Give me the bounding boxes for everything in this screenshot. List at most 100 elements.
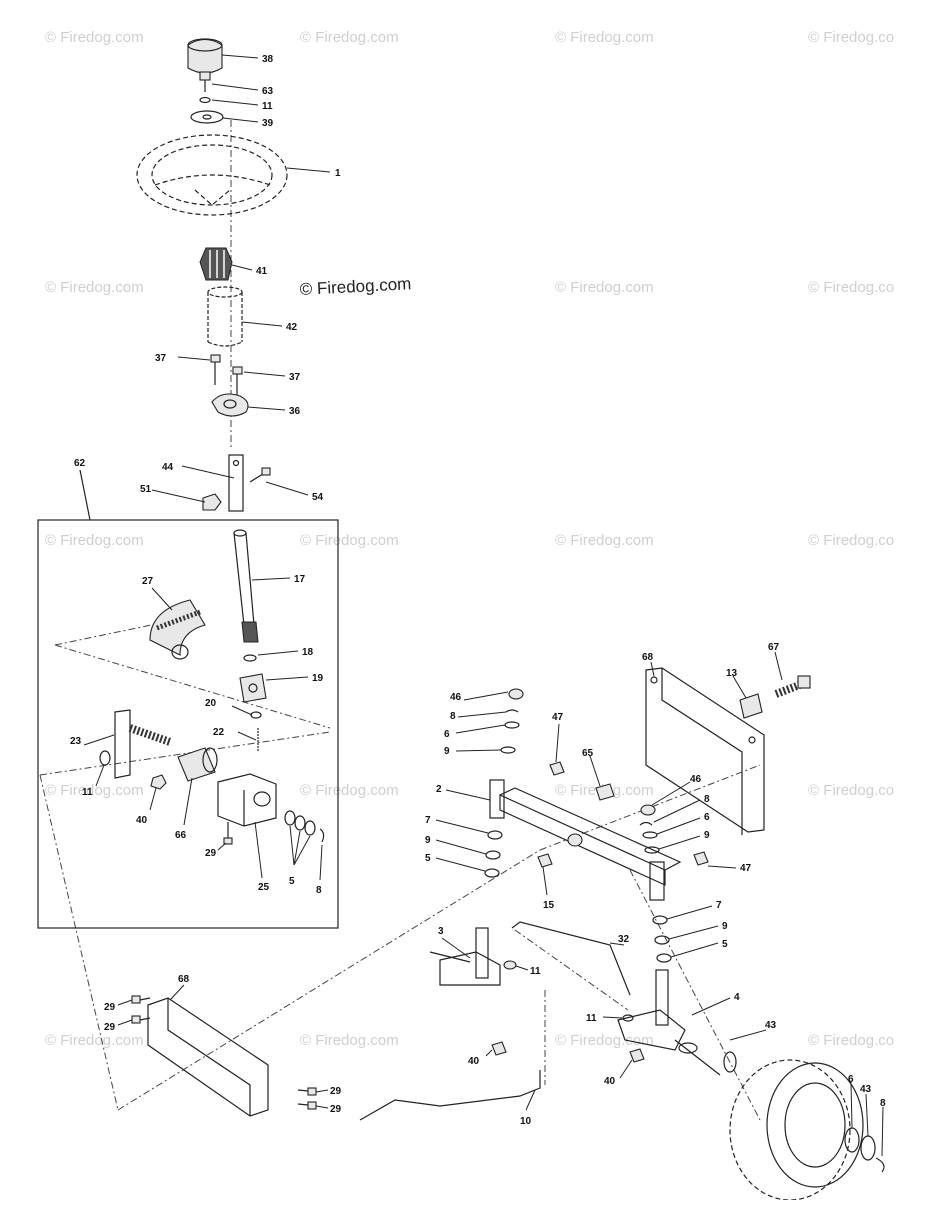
watermark: © Firedog.com bbox=[45, 29, 144, 46]
bushing-66 bbox=[177, 747, 218, 782]
kit-box-62 bbox=[37, 519, 339, 929]
callout: 27 bbox=[142, 576, 154, 587]
callout: 40 bbox=[468, 1056, 480, 1067]
nut-51 bbox=[202, 493, 222, 511]
callout: 29 bbox=[330, 1104, 342, 1115]
washer-stack-right bbox=[639, 804, 660, 854]
callout: 8 bbox=[316, 885, 322, 896]
callout: 43 bbox=[860, 1084, 872, 1095]
callout: 43 bbox=[765, 1020, 777, 1031]
callout: 37 bbox=[155, 353, 167, 364]
callout: 5 bbox=[289, 876, 295, 887]
watermark: © Firedog.com bbox=[300, 532, 399, 549]
callout: 3 bbox=[438, 926, 444, 937]
callout: 41 bbox=[256, 266, 268, 277]
bolt-29 bbox=[223, 822, 233, 845]
callout: 36 bbox=[289, 406, 301, 417]
callout: 9 bbox=[704, 830, 710, 841]
nut-40 bbox=[629, 1048, 645, 1063]
steering-shaft-17 bbox=[233, 529, 259, 643]
callout: 5 bbox=[722, 939, 728, 950]
front-wheel bbox=[729, 1059, 864, 1201]
pivot-block-19 bbox=[239, 673, 267, 703]
washer-39 bbox=[190, 110, 224, 124]
watermark: © Firedog.com bbox=[300, 1032, 399, 1049]
watermark: © Firedog.com bbox=[555, 279, 654, 296]
callout: 5 bbox=[425, 853, 431, 864]
watermark: © Firedog.com bbox=[555, 29, 654, 46]
support-bracket-68 bbox=[645, 667, 765, 835]
callout: 66 bbox=[175, 830, 187, 841]
washer-11 bbox=[99, 750, 111, 766]
callout: 4 bbox=[734, 992, 740, 1003]
callout: 67 bbox=[768, 642, 780, 653]
bolt-63 bbox=[199, 71, 211, 92]
callout: 13 bbox=[726, 668, 738, 679]
callout: 68 bbox=[642, 652, 654, 663]
callout: 29 bbox=[104, 1022, 116, 1033]
callout: 10 bbox=[520, 1116, 532, 1127]
washer-43 bbox=[723, 1051, 737, 1073]
support-bracket-68 bbox=[147, 997, 269, 1117]
callout: 44 bbox=[162, 462, 174, 473]
callout: 11 bbox=[82, 787, 93, 798]
watermark: © Firedog.co bbox=[808, 29, 894, 46]
bracket-25 bbox=[217, 773, 277, 827]
bolt-29 bbox=[297, 1087, 317, 1096]
bushing-65 bbox=[595, 783, 615, 801]
drag-link-10 bbox=[359, 1070, 541, 1121]
callout: 9 bbox=[722, 921, 728, 932]
callout: 7 bbox=[425, 815, 431, 826]
callout: 20 bbox=[205, 698, 217, 709]
washer-11 bbox=[199, 96, 211, 104]
watermark: © Firedog.com bbox=[555, 1032, 654, 1049]
arm-23 bbox=[114, 709, 172, 779]
bolt-37 bbox=[210, 354, 221, 385]
front-axle-2 bbox=[489, 779, 682, 901]
callout: 51 bbox=[140, 484, 152, 495]
callout: 6 bbox=[848, 1074, 854, 1085]
leader-62 bbox=[79, 469, 91, 521]
alignment-lines bbox=[39, 120, 761, 1121]
callout: 29 bbox=[104, 1002, 116, 1013]
watermark: © Firedog.co bbox=[808, 782, 894, 799]
callout: 1 bbox=[335, 168, 341, 179]
callout: 46 bbox=[690, 774, 702, 785]
callout: 18 bbox=[302, 647, 314, 658]
washer-6 bbox=[844, 1127, 860, 1153]
callout: 11 bbox=[262, 101, 273, 112]
callout: 29 bbox=[205, 848, 217, 859]
callout: 9 bbox=[444, 746, 450, 757]
steering-cap-38 bbox=[187, 38, 223, 74]
bolt-54 bbox=[249, 467, 271, 483]
callout: 62 bbox=[74, 458, 86, 469]
tie-rod-32 bbox=[511, 921, 631, 996]
callout: 47 bbox=[552, 712, 564, 723]
washers-5 bbox=[284, 810, 316, 836]
watermark: © Firedog.com bbox=[45, 1032, 144, 1049]
callout: 39 bbox=[262, 118, 274, 129]
sleeve-42 bbox=[207, 286, 243, 347]
washer-11 bbox=[622, 1014, 634, 1022]
callout: 8 bbox=[450, 711, 456, 722]
washer-43 bbox=[860, 1135, 876, 1161]
callout: 29 bbox=[330, 1086, 342, 1097]
watermark-main: © Firedog.com bbox=[299, 274, 412, 299]
bolt-29 bbox=[297, 1101, 317, 1110]
bolt-37 bbox=[232, 366, 243, 395]
leader-lines bbox=[83, 54, 884, 1157]
callout: 6 bbox=[704, 812, 710, 823]
clip-8 bbox=[319, 828, 325, 843]
shaft-44 bbox=[228, 454, 244, 512]
hub-41 bbox=[199, 247, 233, 281]
callout: 15 bbox=[543, 900, 555, 911]
watermark: © Firedog.com bbox=[45, 279, 144, 296]
callout: 22 bbox=[213, 727, 225, 738]
callout: 7 bbox=[716, 900, 722, 911]
callout: 68 bbox=[178, 974, 190, 985]
watermark: © Firedog.co bbox=[808, 1032, 894, 1049]
callout: 8 bbox=[880, 1098, 886, 1109]
washer-stack-left-lower bbox=[484, 830, 503, 878]
callout: 19 bbox=[312, 673, 324, 684]
callout: 11 bbox=[530, 966, 541, 977]
